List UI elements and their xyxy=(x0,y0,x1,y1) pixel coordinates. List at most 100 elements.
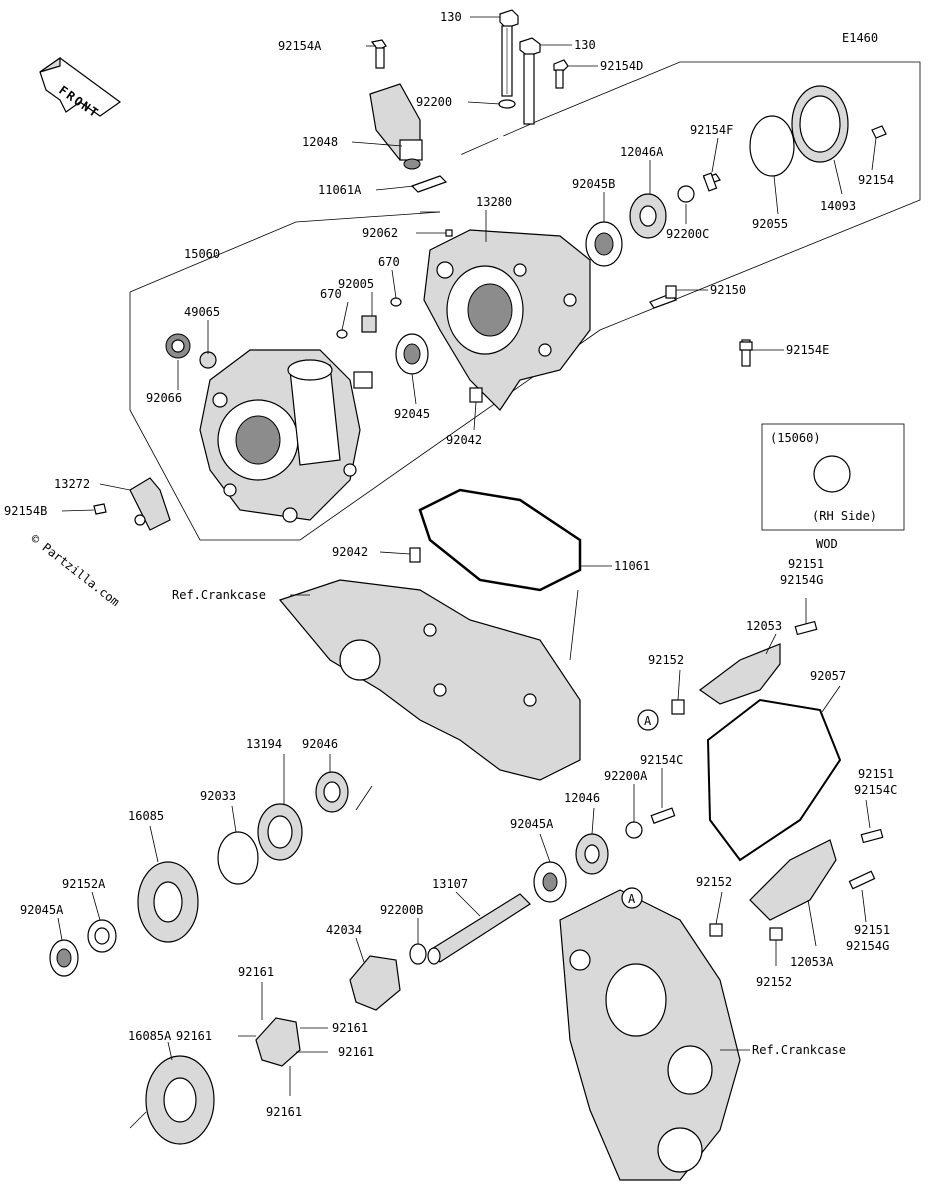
label-92152b: 92152 xyxy=(696,875,732,889)
sensor-12048 xyxy=(369,83,423,170)
label-ref-crankcase-upper: Ref.Crankcase xyxy=(172,588,266,602)
label-670b: 670 xyxy=(320,287,342,301)
label-15060: 15060 xyxy=(184,247,220,261)
collar-92152-low xyxy=(769,927,783,941)
bearing-92045 xyxy=(395,333,429,375)
label-92152A: 92152A xyxy=(62,877,106,891)
bolt-92154C-right xyxy=(860,828,884,844)
label-92154D: 92154D xyxy=(600,59,643,73)
gear-16085 xyxy=(137,861,199,943)
label-92161c: 92161 xyxy=(332,1021,368,1035)
wod-side: (RH Side) xyxy=(812,509,877,523)
oring-92055 xyxy=(749,115,795,177)
label-92161d: 92161 xyxy=(338,1045,374,1059)
label-92154E: 92154E xyxy=(786,343,829,357)
leader-lines xyxy=(57,16,877,1129)
dowel-92042b xyxy=(409,547,421,563)
wod-ref: (15060) xyxy=(770,431,821,445)
label-13194: 13194 xyxy=(246,737,282,751)
gear-49065 xyxy=(199,351,217,369)
damper-42034 xyxy=(349,955,401,1011)
bolt-92154A xyxy=(370,39,387,69)
label-92154C: 92154C xyxy=(640,753,683,767)
label-92151c: 92151 xyxy=(854,923,890,937)
label-42034: 42034 xyxy=(326,923,362,937)
label-92057: 92057 xyxy=(810,669,846,683)
label-92200A: 92200A xyxy=(604,769,648,783)
label-92055: 92055 xyxy=(752,217,788,231)
gear-12046 xyxy=(575,833,609,875)
guide-12053A xyxy=(749,839,837,921)
bearing-92045A-center xyxy=(533,861,567,903)
bolt-92154F xyxy=(702,172,721,192)
bracket-13272 xyxy=(129,477,171,531)
part-labels: 130 130 92154A 92154D 92200 12048 11061A… xyxy=(4,10,897,1119)
wod-note: WOD xyxy=(816,537,838,551)
callout-a-right-label: A xyxy=(628,892,636,906)
label-670a: 670 xyxy=(378,255,400,269)
label-92161a: 92161 xyxy=(238,965,274,979)
bearing-13194 xyxy=(257,803,303,861)
label-92045Ab: 92045A xyxy=(20,903,64,917)
shaft-13107 xyxy=(427,893,531,965)
label-92200B: 92200B xyxy=(380,903,423,917)
gasket-11061 xyxy=(418,488,582,592)
oring-670a xyxy=(336,329,348,339)
label-92150: 92150 xyxy=(710,283,746,297)
circlip-92033 xyxy=(217,831,259,885)
bolt-92154C xyxy=(650,807,676,824)
collar-92152A xyxy=(87,919,117,953)
bolt-92154G-lower xyxy=(848,870,876,890)
label-13280: 13280 xyxy=(476,195,512,209)
damper-rubber-92161 xyxy=(255,1017,301,1067)
label-92151a: 92151 xyxy=(788,557,824,571)
label-92151b: 92151 xyxy=(858,767,894,781)
label-13272: 13272 xyxy=(54,477,90,491)
label-12048: 12048 xyxy=(302,135,338,149)
label-92154Ga: 92154G xyxy=(780,573,823,587)
collar-92152-upper xyxy=(671,699,685,715)
callout-a-right: A xyxy=(621,887,643,909)
bearing-92045A-left xyxy=(49,939,79,977)
bolt-92154D xyxy=(553,59,569,89)
label-92152c: 92152 xyxy=(756,975,792,989)
label-49065: 49065 xyxy=(184,305,220,319)
label-92033: 92033 xyxy=(200,789,236,803)
label-16085A: 16085A xyxy=(128,1029,172,1043)
washer-92200C xyxy=(677,185,695,203)
bolt-92154G-upper xyxy=(794,620,818,636)
callout-a-left: A xyxy=(637,709,659,731)
label-92154Cb: 92154C xyxy=(854,783,897,797)
bolt-130-right xyxy=(519,37,541,125)
bolt-130-left xyxy=(499,9,519,97)
label-13107: 13107 xyxy=(432,877,468,891)
bolt-92150 xyxy=(649,285,678,309)
needle-bearing-92046 xyxy=(315,771,349,813)
label-92042a: 92042 xyxy=(446,433,482,447)
label-92062: 92062 xyxy=(362,226,398,240)
label-92154A: 92154A xyxy=(278,39,322,53)
bearing-92045B xyxy=(585,221,623,267)
chain-92057 xyxy=(706,698,842,862)
bolt-92154E xyxy=(739,339,753,367)
label-12046A: 12046A xyxy=(620,145,664,159)
group-outline xyxy=(129,61,921,541)
gear-16085A xyxy=(145,1055,215,1145)
cover-13280 xyxy=(423,229,591,411)
label-16085: 16085 xyxy=(128,809,164,823)
wod-box: (15060) (RH Side) WOD xyxy=(761,423,905,551)
dowel-92042a xyxy=(469,387,483,403)
washer-92200B xyxy=(409,943,427,965)
label-11061: 11061 xyxy=(614,559,650,573)
oring-670b xyxy=(390,297,402,307)
plug-92062 xyxy=(445,229,453,237)
crankcase-ref-upper xyxy=(278,579,581,781)
label-92042b: 92042 xyxy=(332,545,368,559)
guide-12053 xyxy=(698,643,781,705)
pin-92005 xyxy=(361,315,377,333)
collar-92152-mid xyxy=(709,923,723,937)
label-92045: 92045 xyxy=(394,407,430,421)
label-14093: 14093 xyxy=(820,199,856,213)
bolt-92154B xyxy=(93,503,107,515)
